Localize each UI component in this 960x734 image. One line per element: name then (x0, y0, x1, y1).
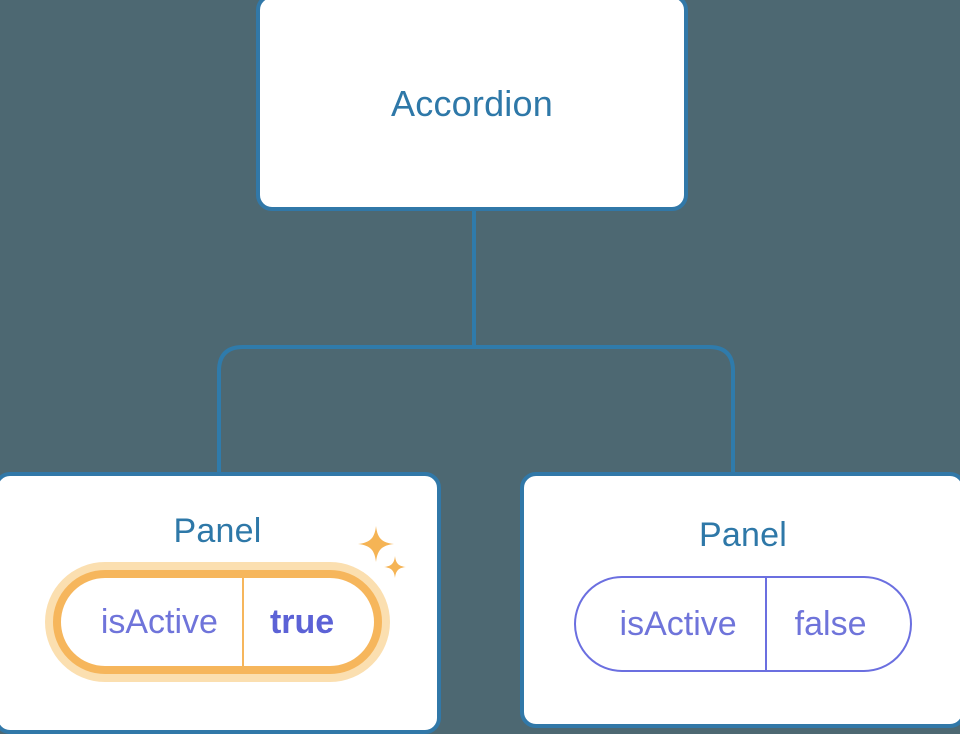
prop-pill-is-active-true[interactable]: isActive true (52, 570, 383, 674)
prop-pill-is-active-false[interactable]: isActive false (573, 576, 913, 672)
prop-pill-inactive-wrapper: isActive false (573, 576, 913, 672)
prop-key: isActive (619, 605, 737, 643)
node-accordion[interactable]: Accordion (256, 0, 688, 211)
node-accordion-title: Accordion (391, 82, 553, 124)
prop-key: isActive (100, 603, 218, 641)
connector-to-panel-left (217, 345, 474, 474)
node-panel-inactive-title: Panel (699, 516, 787, 554)
prop-pill-active-wrapper: isActive true (52, 526, 407, 674)
node-panel-inactive[interactable]: Panel isActive false (520, 472, 960, 728)
sparkle-large-icon (358, 526, 395, 562)
node-panel-active-title: Panel (173, 512, 262, 550)
prop-value: true (241, 578, 374, 666)
sparkle-small-icon (384, 556, 407, 578)
node-panel-active[interactable]: Panel isActive true (0, 472, 441, 734)
connector-to-panel-right (474, 345, 735, 474)
prop-value: false (764, 578, 911, 670)
